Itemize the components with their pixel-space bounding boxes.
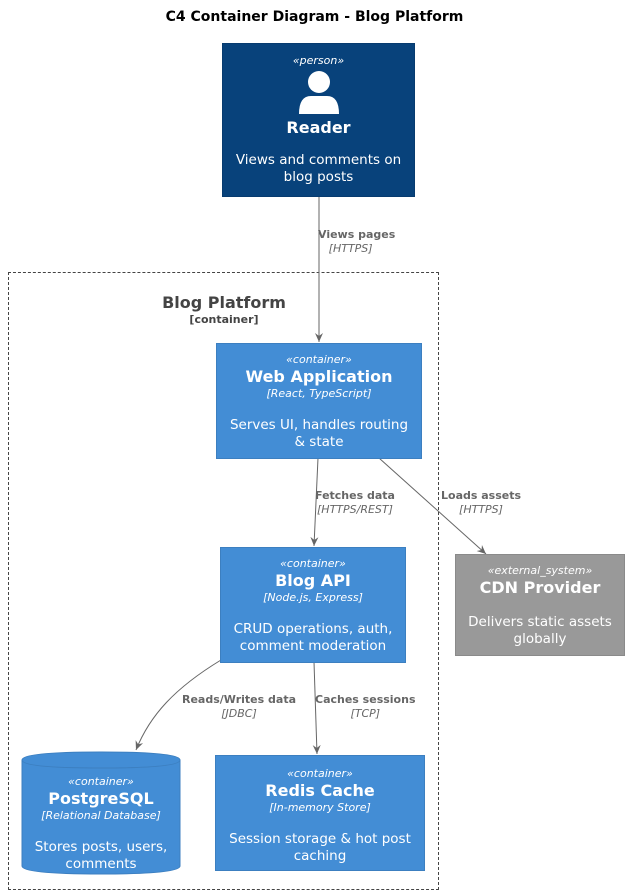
label-caches-text: Caches sessions	[315, 693, 416, 706]
reader-description: Views and comments on blog posts	[235, 152, 402, 185]
node-cdn-provider[interactable]: «external_system» CDN Provider Delivers …	[455, 554, 625, 656]
system-boundary	[8, 272, 439, 890]
web-app-tech: [React, TypeScript]	[266, 387, 372, 400]
label-views: Views pages [HTTPS]	[318, 228, 395, 256]
label-caches: Caches sessions [TCP]	[315, 693, 416, 721]
cdn-stereotype: «external_system»	[487, 564, 593, 577]
edge-loads	[378, 457, 487, 555]
reader-stereotype: «person»	[292, 54, 345, 67]
node-blog-api[interactable]: «container» Blog API [Node.js, Express] …	[220, 547, 406, 663]
edge-reads	[135, 659, 222, 751]
node-redis-cache[interactable]: «container» Redis Cache [In-memory Store…	[215, 755, 425, 871]
label-loads: Loads assets [HTTPS]	[441, 489, 521, 517]
blog-api-tech: [Node.js, Express]	[263, 591, 363, 604]
blog-api-stereotype: «container»	[280, 557, 346, 570]
redis-stereotype: «container»	[287, 767, 353, 780]
node-reader[interactable]: «person» Reader Views and comments on bl…	[222, 43, 415, 197]
postgres-stereotype: «container»	[68, 775, 134, 788]
label-fetches: Fetches data [HTTPS/REST]	[315, 489, 395, 517]
label-loads-text: Loads assets	[441, 489, 522, 502]
reader-name: Reader	[286, 118, 351, 137]
label-reads: Reads/Writes data [JDBC]	[182, 693, 296, 721]
redis-description: Session storage & hot post caching	[229, 831, 411, 864]
redis-tech: [In-memory Store]	[269, 801, 371, 814]
diagram-title: C4 Container Diagram - Blog Platform	[165, 9, 464, 25]
postgres-tech: [Relational Database]	[41, 809, 161, 822]
label-reads-text: Reads/Writes data	[182, 693, 297, 706]
cdn-description: Delivers static assets globally	[468, 614, 612, 647]
boundary-name: Blog Platform	[162, 293, 286, 312]
label-reads-tech: [JDBC]	[221, 707, 257, 720]
postgres-cylinder[interactable]	[21, 751, 181, 875]
edge-fetches	[310, 457, 319, 547]
postgres-description: Stores posts, users, comments	[34, 839, 168, 872]
web-app-name: Web Application	[245, 367, 393, 386]
label-caches-tech: [TCP]	[350, 707, 381, 720]
web-app-description: Serves UI, handles routing & state	[229, 417, 409, 450]
redis-name: Redis Cache	[265, 781, 375, 800]
label-views-tech: [HTTPS]	[328, 242, 373, 255]
blog-api-name: Blog API	[275, 571, 351, 590]
postgres-name: PostgreSQL	[48, 789, 154, 808]
person-icon	[297, 70, 341, 116]
edge-caches	[312, 661, 321, 755]
label-loads-tech: [HTTPS]	[459, 503, 503, 516]
node-web-application[interactable]: «container» Web Application [React, Type…	[216, 343, 422, 459]
label-views-text: Views pages	[318, 228, 396, 241]
label-fetches-text: Fetches data	[315, 489, 395, 502]
web-app-stereotype: «container»	[286, 353, 352, 366]
cdn-name: CDN Provider	[479, 578, 601, 597]
node-postgresql: «container» PostgreSQL [Relational Datab…	[22, 775, 180, 873]
blog-api-description: CRUD operations, auth, comment moderatio…	[233, 621, 393, 654]
boundary-type: [container]	[189, 313, 259, 326]
label-fetches-tech: [HTTPS/REST]	[317, 503, 393, 516]
